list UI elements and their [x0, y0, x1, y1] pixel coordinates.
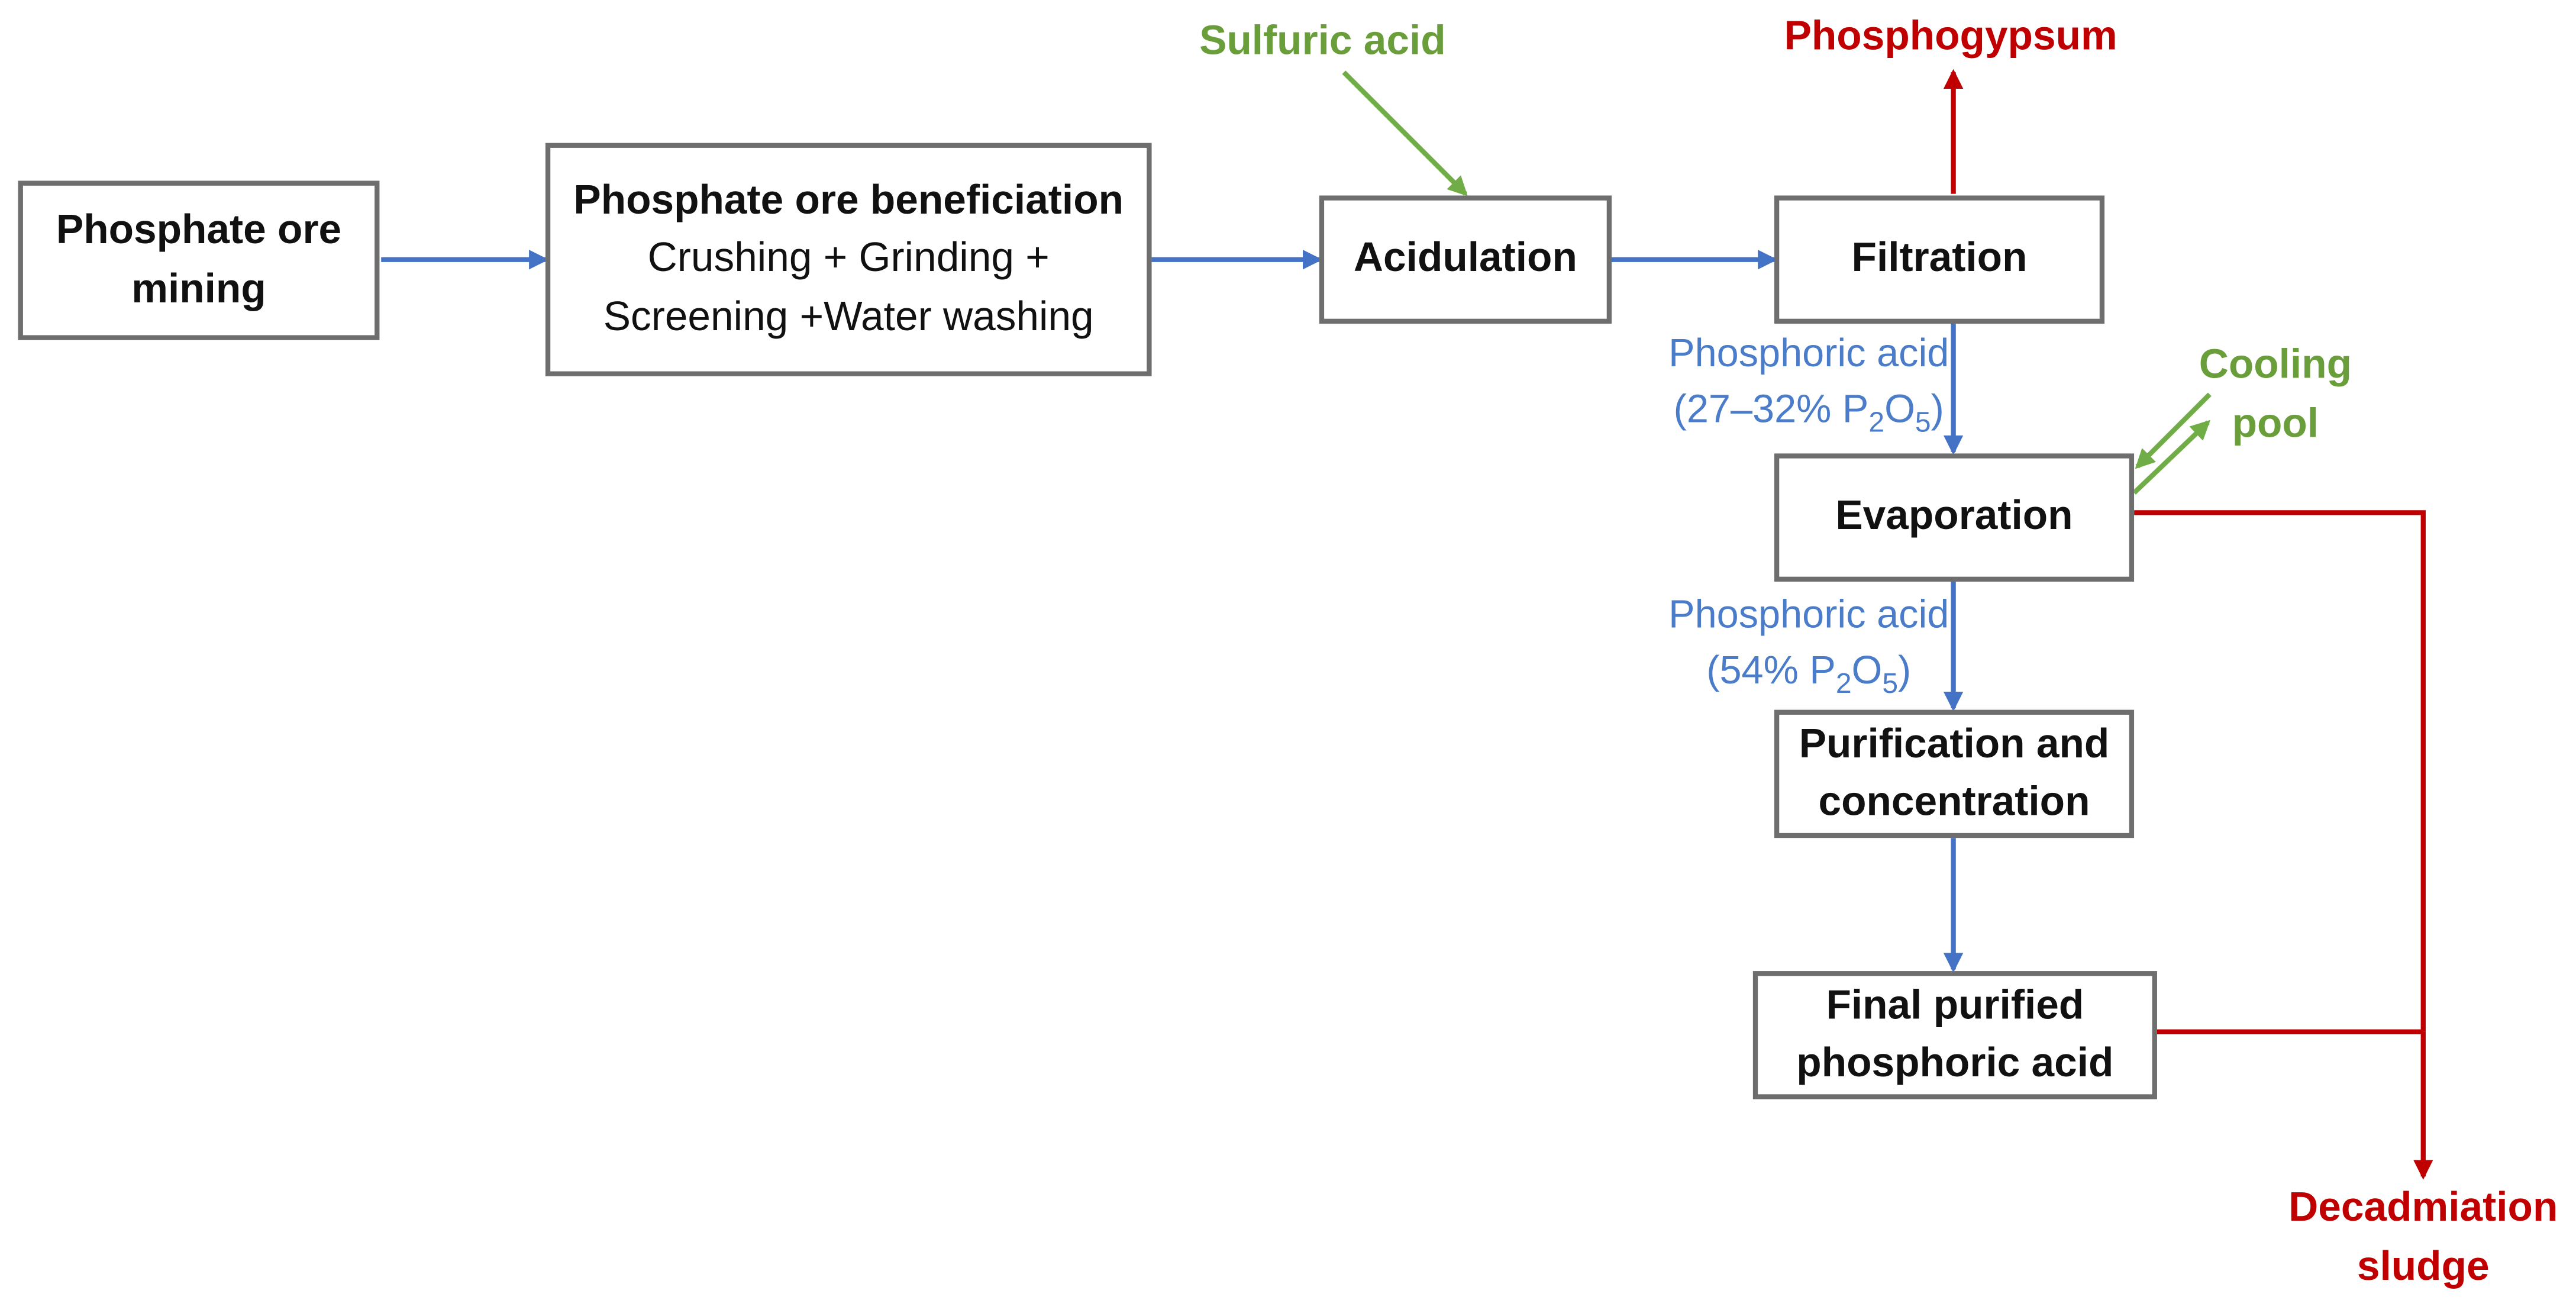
- beneficiation-title: Phosphate ore beneficiation: [573, 177, 1124, 223]
- label-decadmiation-sludge: Decadmiation sludge: [2275, 1180, 2571, 1296]
- box-phosphate-ore-mining: Phosphate ore mining: [18, 180, 380, 340]
- acid1-line2: (27–32% P2O5): [1673, 388, 1944, 439]
- acid2-line1: Phosphoric acid: [1668, 593, 1949, 638]
- mining-line1: Phosphate ore: [56, 207, 342, 253]
- acid1-line1: Phosphoric acid: [1668, 331, 1949, 376]
- arrow-sulfuric-acid-in: [1342, 70, 1468, 196]
- beneficiation-line2: Crushing + Grinding +: [647, 235, 1050, 282]
- cooling-pool-line1: Cooling: [2199, 341, 2352, 388]
- box-phosphate-ore-beneficiation: Phosphate ore beneficiation Crushing + G…: [545, 143, 1152, 376]
- box-purification-and-concentration: Purification and concentration: [1774, 709, 2135, 838]
- label-phosphoric-acid-27-32: Phosphoric acid (27–32% P2O5): [1663, 327, 1955, 443]
- mining-line2: mining: [131, 265, 266, 312]
- acid2-line2: (54% P2O5): [1706, 649, 1912, 700]
- purification-line1: Purification and: [1799, 720, 2110, 767]
- final-line1: Final purified: [1826, 982, 2084, 1028]
- sludge-line2: sludge: [2357, 1243, 2490, 1289]
- label-phosphogypsum: Phosphogypsum: [1784, 13, 2117, 59]
- arrow-to-cooling-pool: [2132, 420, 2211, 495]
- purification-line2: concentration: [1818, 779, 2090, 825]
- box-evaporation: Evaporation: [1774, 453, 2135, 582]
- sludge-line1: Decadmiation: [2288, 1185, 2558, 1231]
- label-phosphoric-acid-54: Phosphoric acid (54% P2O5): [1663, 588, 1955, 704]
- filtration-label: Filtration: [1851, 235, 2028, 282]
- box-final-purified-phosphoric-acid: Final purified phosphoric acid: [1752, 971, 2157, 1099]
- cooling-pool-line2: pool: [2232, 400, 2319, 446]
- final-line2: phosphoric acid: [1796, 1040, 2114, 1086]
- box-acidulation: Acidulation: [1319, 195, 1612, 324]
- arrow-from-cooling-pool: [2135, 392, 2212, 469]
- label-sulfuric-acid: Sulfuric acid: [1199, 18, 1446, 64]
- box-filtration: Filtration: [1774, 195, 2105, 324]
- beneficiation-line3: Screening +Water washing: [603, 293, 1094, 340]
- acidulation-label: Acidulation: [1353, 235, 1577, 282]
- evaporation-label: Evaporation: [1835, 493, 2073, 540]
- line-evaporation-to-sludge: [2134, 510, 2426, 1032]
- label-cooling-pool: Cooling pool: [2185, 337, 2365, 453]
